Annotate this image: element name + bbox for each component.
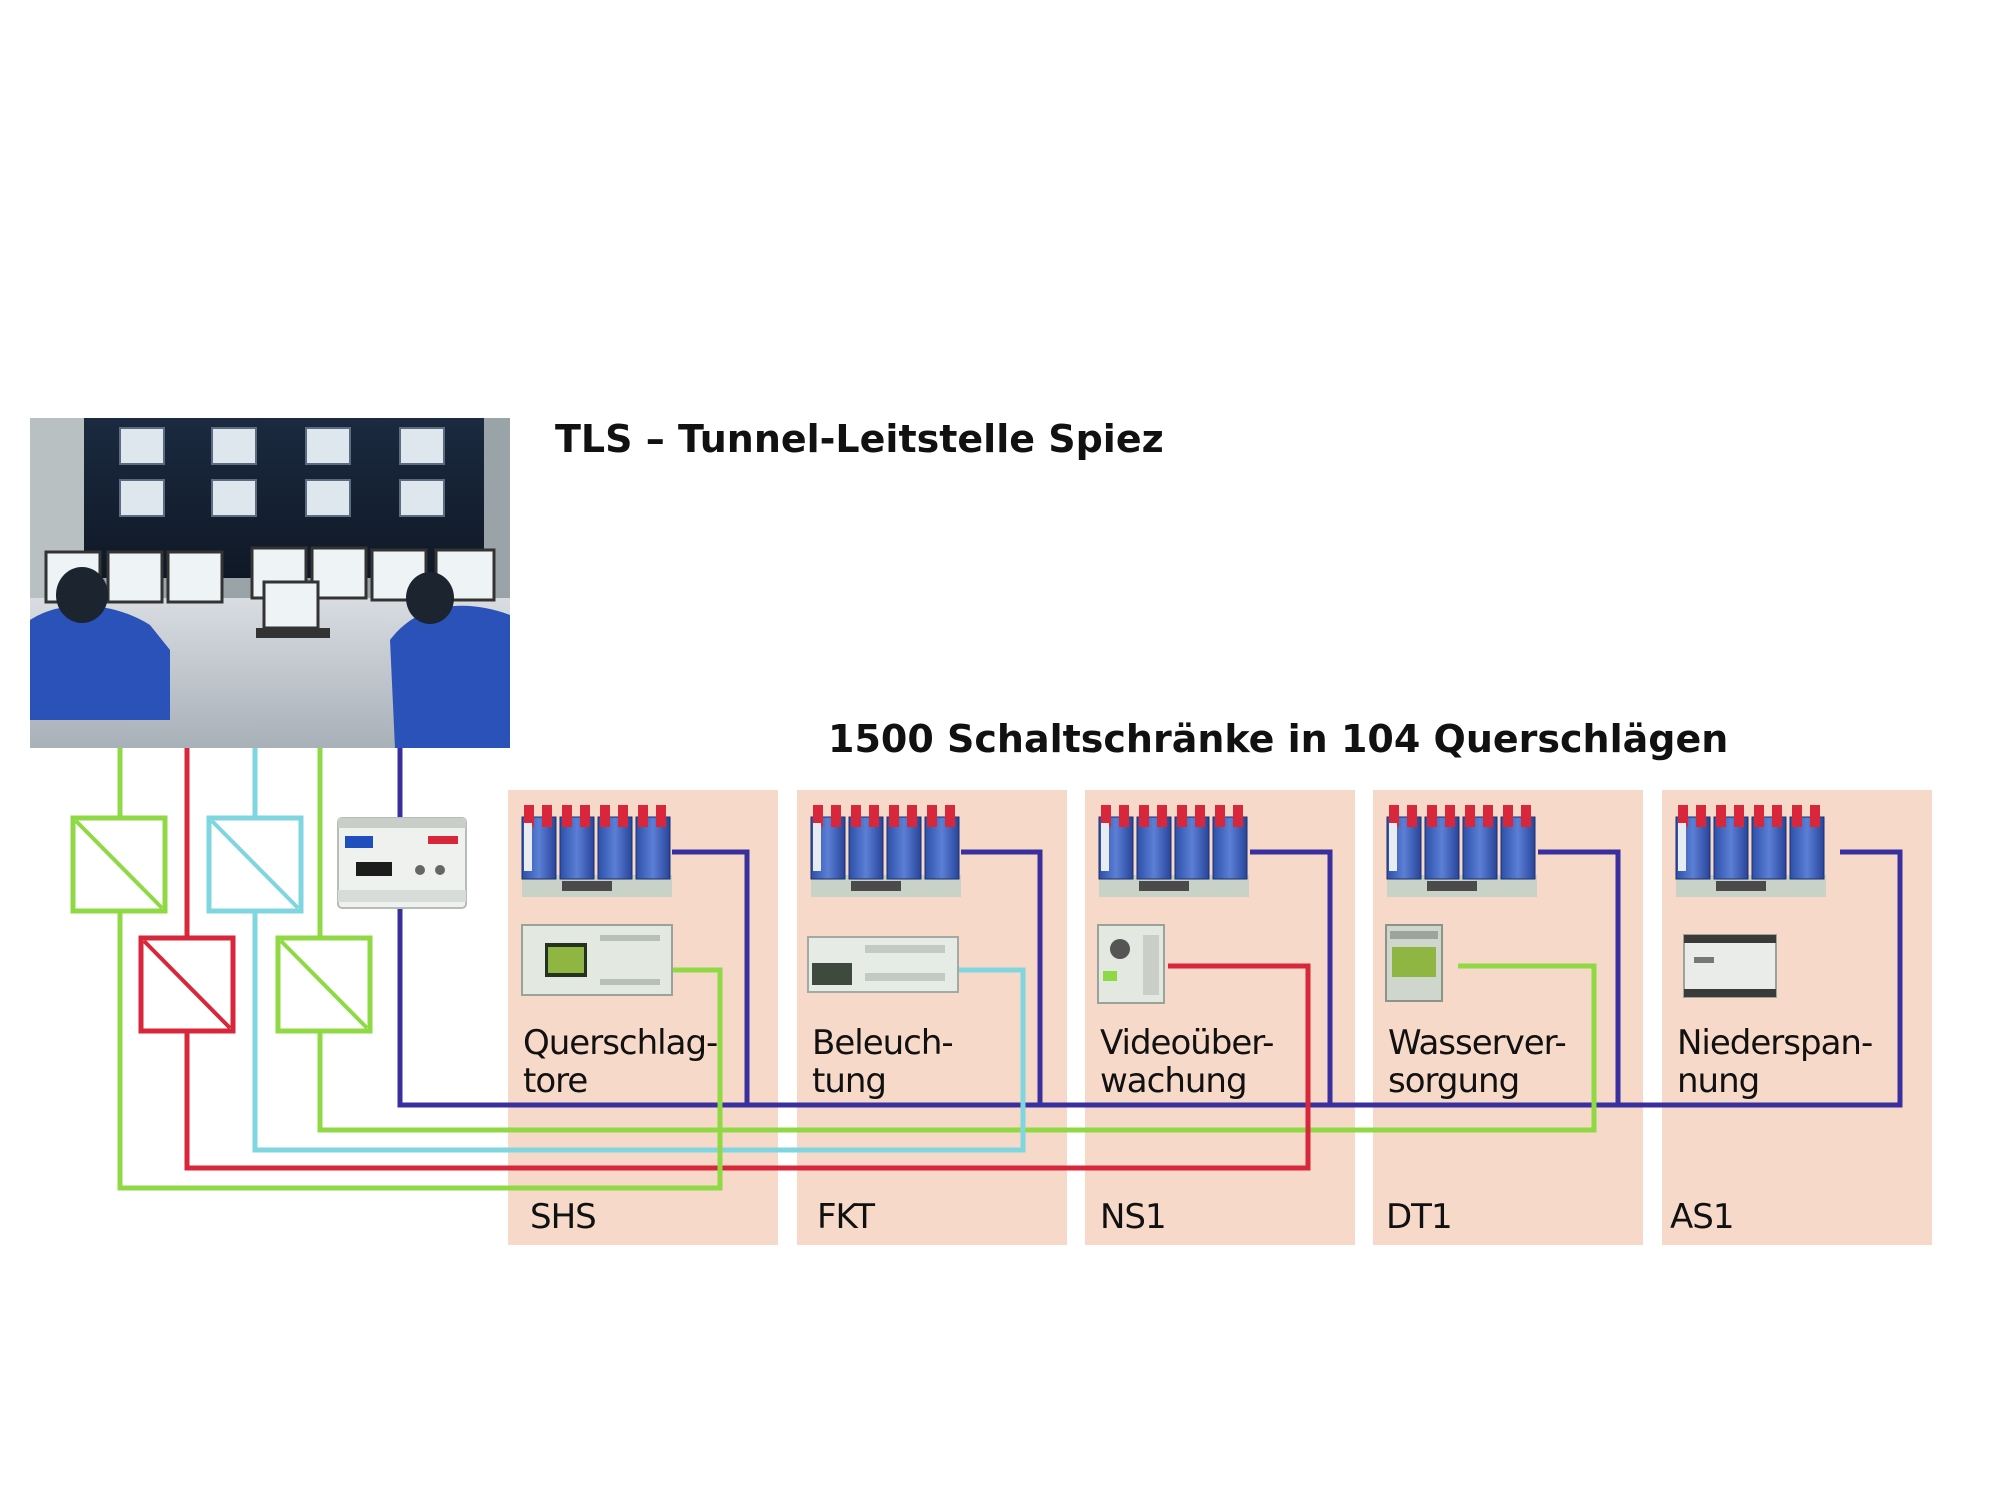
video-module-icon: [1097, 924, 1165, 1004]
io-rack-icon: [1098, 805, 1249, 897]
cabinet-code: FKT: [817, 1197, 875, 1237]
logo-module-icon: [1385, 924, 1443, 1002]
purple-bus-line: [397, 748, 1903, 1108]
cabinet-label-line2: tung: [812, 1061, 886, 1101]
cabinet-code: AS1: [1670, 1197, 1733, 1237]
io-rack-icon: [1675, 805, 1826, 897]
cabinet-label-line1: Wasserver-: [1388, 1023, 1566, 1063]
cabinet-code: DT1: [1386, 1197, 1452, 1237]
green-converter-icon: [70, 815, 168, 914]
cabinet-labels: Querschlag- tore SHS Beleuch- tung FKT V…: [523, 1023, 1873, 1237]
lighting-controller-icon: [807, 936, 959, 993]
purple-branch-ns1: [1250, 849, 1333, 1105]
cabinet-label-line1: Querschlag-: [523, 1023, 717, 1063]
connection-lines: [117, 748, 1903, 1191]
io-rack-icon: [810, 805, 961, 897]
cabinet-label-line1: Beleuch-: [812, 1023, 953, 1063]
purple-branch-dt1: [1538, 849, 1621, 1105]
cabinet-label-line2: wachung: [1100, 1061, 1247, 1101]
cabinet-label-line2: nung: [1677, 1061, 1759, 1101]
cabinet-code: NS1: [1100, 1197, 1166, 1237]
cabinet-label-line1: Niederspan-: [1677, 1023, 1872, 1063]
cyan-converter-icon: [206, 815, 304, 914]
io-rack-icon: [521, 805, 672, 897]
green-converter-icon: [275, 935, 373, 1034]
diagram-title: TLS – Tunnel-Leitstelle Spiez: [555, 417, 1164, 461]
green-line-dt1: [317, 748, 1597, 1133]
purple-branch-shs: [672, 849, 750, 1105]
io-rack-icon: [1386, 805, 1537, 897]
cyan-line-fkt: [252, 748, 1026, 1153]
power-module-icon: [1683, 934, 1777, 998]
gateway-device-icon: [337, 817, 467, 909]
cabinet-code: SHS: [530, 1197, 596, 1237]
control-room-photo: [30, 418, 510, 748]
cabinet-label-line2: sorgung: [1388, 1061, 1519, 1101]
diagram-subtitle: 1500 Schaltschränke in 104 Querschlägen: [828, 717, 1728, 761]
cabinet-label-line1: Videoüber-: [1100, 1023, 1273, 1063]
plc-controller-icon: [521, 924, 673, 996]
red-converter-icon: [138, 935, 236, 1034]
purple-branch-fkt: [961, 849, 1043, 1105]
cabinet-label-line2: tore: [523, 1061, 587, 1101]
green-line-shs: [117, 748, 723, 1191]
